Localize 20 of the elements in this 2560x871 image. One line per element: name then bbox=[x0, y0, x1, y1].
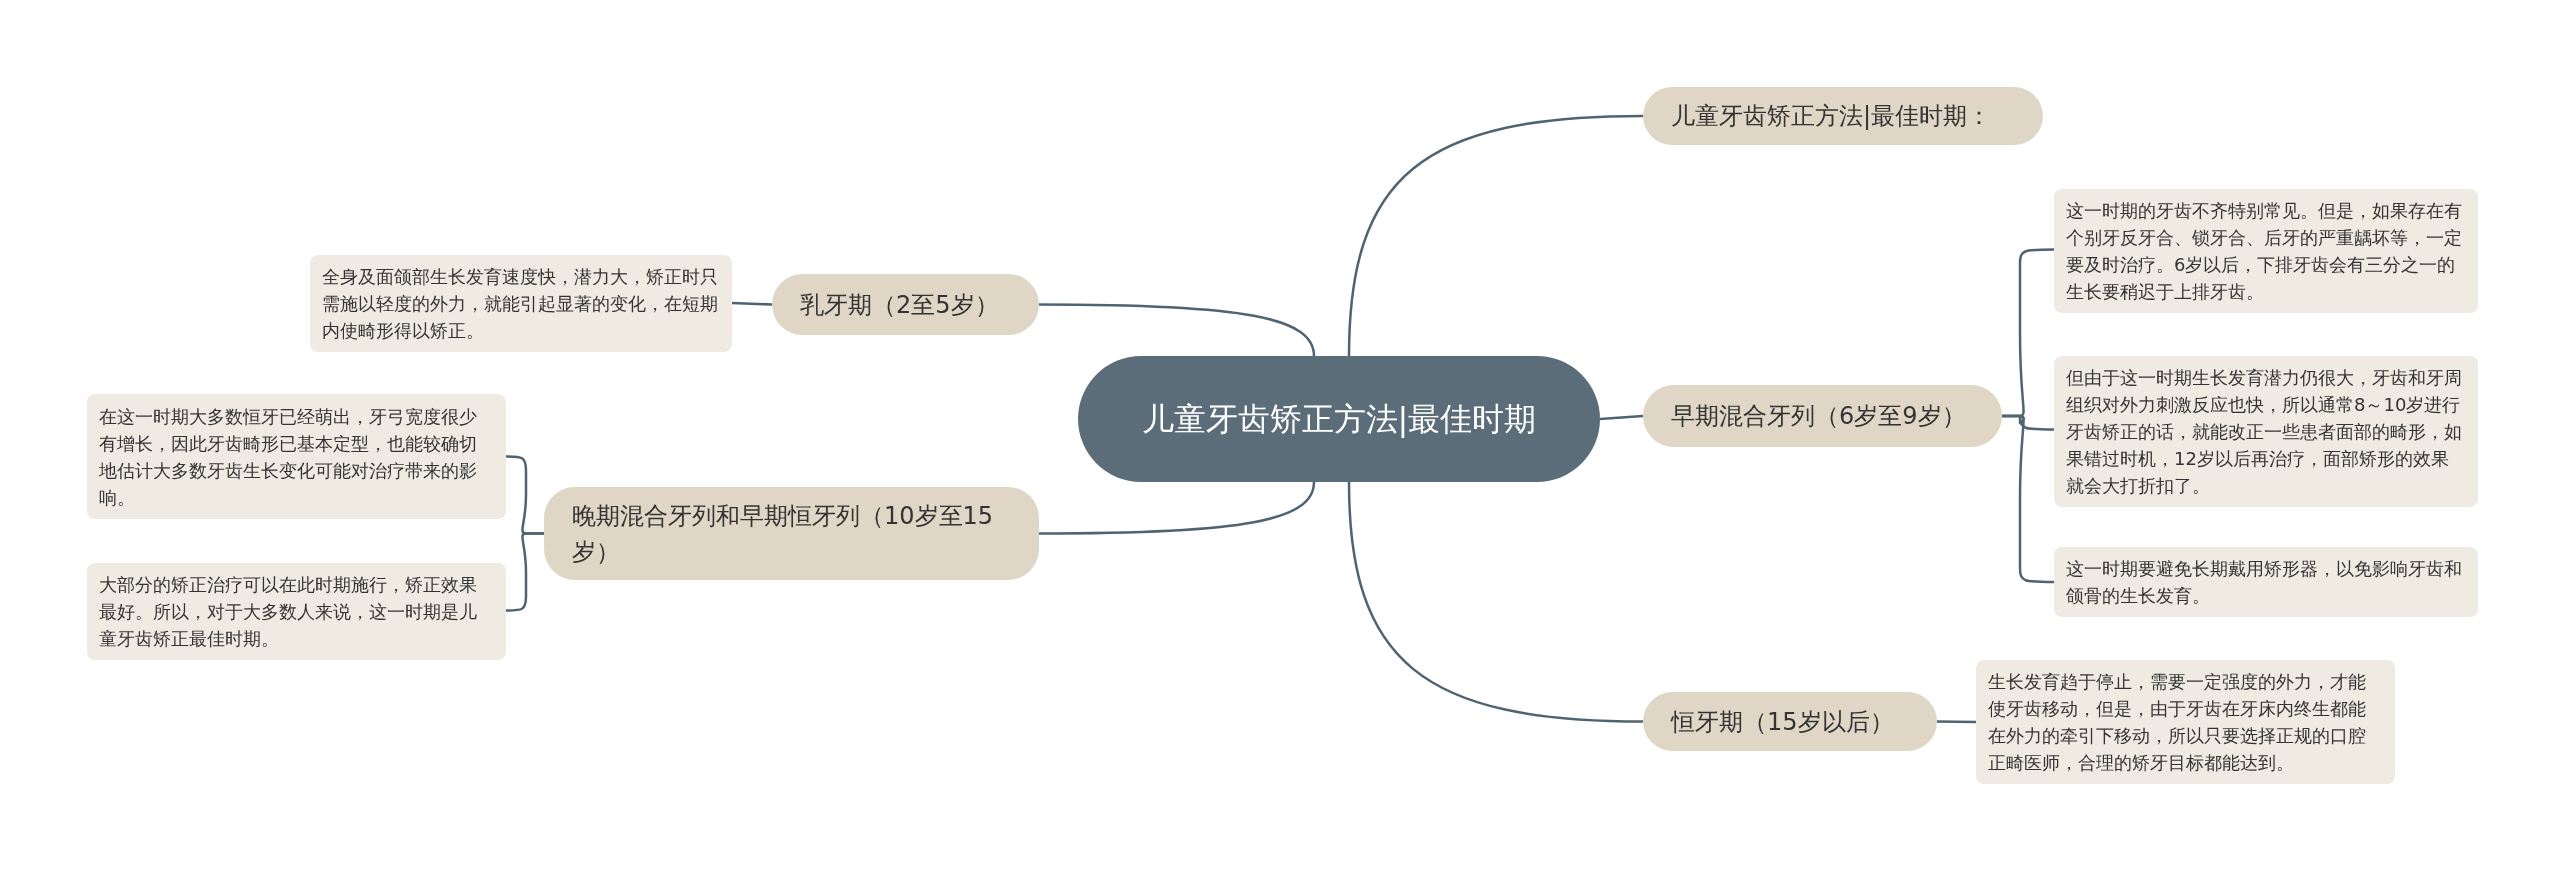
note-card: 生长发育趋于停止，需要一定强度的外力，才能使牙齿移动，但是，由于牙齿在牙床内终生都能在外力的牵引下移动，所以只要选择正规的口腔正畸医师，合理的矫牙目标都能达到。 bbox=[1976, 660, 2395, 784]
topic-pill: 恒牙期（15岁以后） bbox=[1643, 692, 1937, 751]
topic-pill: 早期混合牙列（6岁至9岁） bbox=[1643, 385, 2002, 447]
note-card: 全身及面颌部生长发育速度快，潜力大，矫正时只需施以轻度的外力，就能引起显著的变化，在短期内使畸形得以矫正。 bbox=[310, 255, 732, 352]
connector-line bbox=[1039, 481, 1316, 535]
connector-line bbox=[1039, 303, 1316, 357]
note-card: 但由于这一时期生长发育潜力仍很大，牙齿和牙周组织对外力刺激反应也快，所以通常8～10岁进行牙齿矫正的话，就能改正一些患者面部的畸形，如果错过时机，12岁以后再治疗，面部矫形的效果就会大打折扣了。 bbox=[2054, 356, 2478, 507]
topic-pill: 乳牙期（2至5岁） bbox=[772, 274, 1039, 335]
note-card: 大部分的矫正治疗可以在此时期施行，矫正效果最好。所以，对于大多数人来说，这一时期是儿童牙齿矫正最佳时期。 bbox=[87, 563, 506, 660]
note-card: 在这一时期大多数恒牙已经萌出，牙弓宽度很少有增长，因此牙齿畸形已基本定型，也能较确切地估计大多数牙齿生长变化可能对治疗带来的影响。 bbox=[87, 394, 506, 519]
connector-line bbox=[731, 301, 773, 306]
connector-line bbox=[1599, 414, 1644, 421]
note-card: 这一时期的牙齿不齐特别常见。但是，如果存在有个别牙反牙合、锁牙合、后牙的严重龋坏等，一定要及时治疗。6岁以后，下排牙齿会有三分之一的生长要稍迟于上排牙齿。 bbox=[2054, 189, 2478, 313]
note-card: 这一时期要避免长期戴用矫形器，以免影响牙齿和颌骨的生长发育。 bbox=[2054, 547, 2478, 617]
connector-line bbox=[1347, 114, 1644, 357]
connector-line bbox=[1937, 720, 1976, 724]
central-topic: 儿童牙齿矫正方法|最佳时期 bbox=[1078, 356, 1600, 482]
connector-line bbox=[1347, 481, 1644, 723]
topic-pill: 晚期混合牙列和早期恒牙列（10岁至15岁） bbox=[544, 487, 1039, 580]
topic-pill: 儿童牙齿矫正方法|最佳时期： bbox=[1643, 87, 2043, 145]
